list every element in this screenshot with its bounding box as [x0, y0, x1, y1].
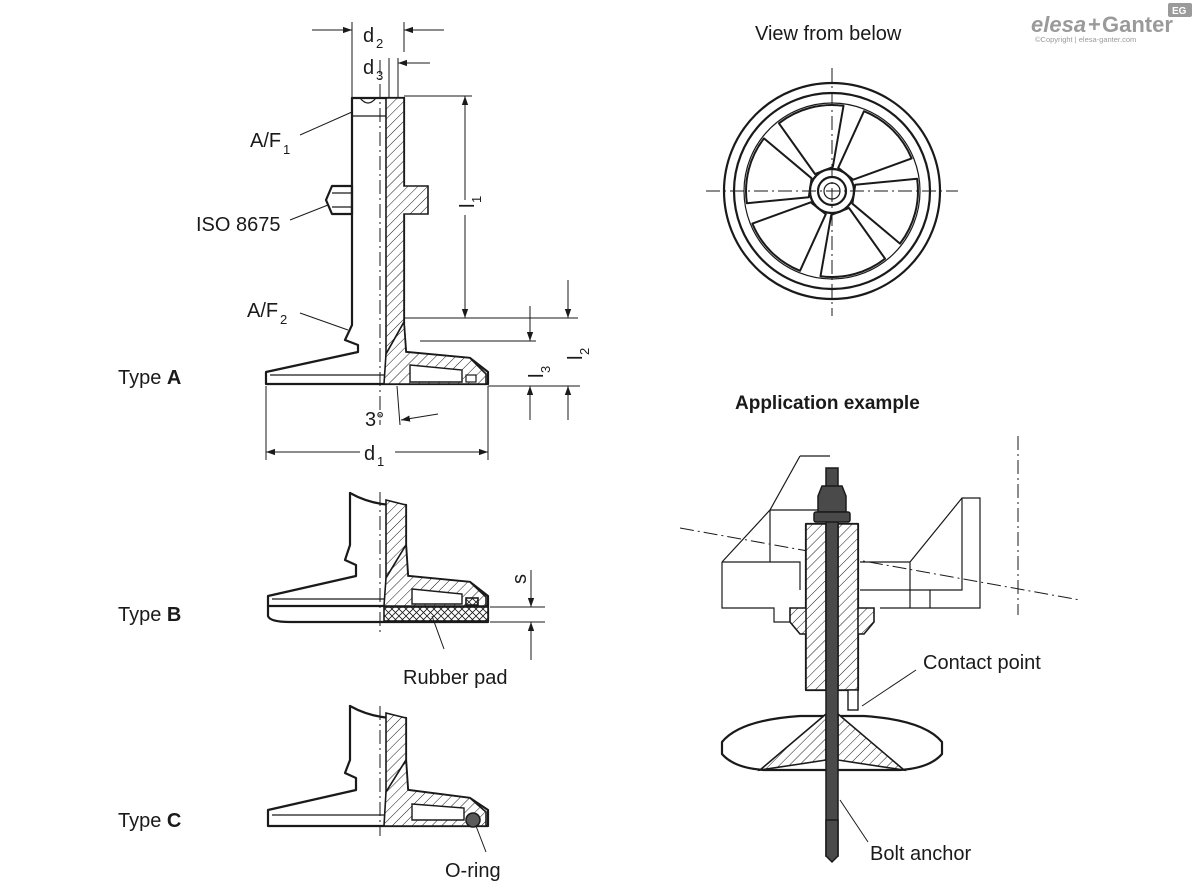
o-ring: [465, 812, 481, 828]
app-contact-notch: [847, 689, 859, 711]
type-a-label: Type A: [118, 367, 181, 389]
app-stud-section-left: [805, 523, 827, 691]
d3-label-sub: 3: [376, 68, 383, 83]
type-b-cavity: [411, 588, 463, 605]
base-hub-middle: [816, 175, 848, 207]
base-spokes: [745, 104, 919, 278]
bolt-thread-tip: [825, 819, 839, 864]
iso-label: ISO 8675: [196, 214, 281, 236]
l3-label-sub: 3: [538, 366, 553, 373]
iso-leader: [289, 204, 329, 221]
d1-label-sub: 1: [377, 454, 384, 469]
o-ring-label: O-ring: [445, 860, 501, 882]
base-hub-outer: [808, 167, 856, 215]
frame-right-step: [860, 589, 931, 608]
app-base-section-left: [757, 712, 827, 772]
base-spoke-cavity: [819, 207, 887, 278]
s-label: s: [509, 574, 531, 584]
rubber-pad: [383, 606, 489, 622]
rubber-pad-leader: [431, 615, 445, 650]
logo-copyright: ©Copyright | elesa-ganter.com: [1035, 35, 1136, 44]
base-hub-bore: [823, 182, 841, 200]
bolt-washer: [813, 511, 851, 523]
base-spoke-cavity: [837, 110, 913, 181]
rubber-pad-label: Rubber pad: [403, 667, 508, 689]
type-b-label: Type B: [118, 604, 181, 626]
base-ring: [743, 102, 921, 280]
o-ring-leader: [475, 825, 487, 853]
base-outer-rim: [722, 81, 942, 301]
type-b-pad-outline: [266, 604, 490, 624]
af2-label: A/F: [247, 300, 278, 322]
type-a-stud-section: [385, 97, 429, 358]
d1-label: d: [364, 443, 375, 465]
l1-label: l: [457, 204, 479, 208]
contact-point-leader: [861, 669, 917, 707]
type-c-drawing: O-ring Type C: [118, 704, 501, 882]
l2-label-sub: 2: [577, 348, 592, 355]
app-stud-section-right: [837, 523, 859, 691]
type-c-label: Type C: [118, 810, 181, 832]
view-below-title: View from below: [755, 23, 902, 45]
iso-nut: [324, 184, 354, 216]
logo-badge: EG: [1172, 6, 1187, 17]
angle-arrow: [400, 413, 439, 422]
base-spoke-cavity: [851, 177, 919, 245]
app-base-outline: [720, 714, 944, 772]
contact-point-label: Contact point: [923, 652, 1041, 674]
type-a-drawing: d 2 d 3 A/F 1 ISO 8675 A/F 2 l 1 l 3: [118, 22, 592, 469]
frame-right-block: [860, 497, 981, 609]
angle-label: 3°: [365, 409, 384, 431]
bolt-anchor-rod: [825, 467, 839, 857]
logo-plus: +: [1088, 12, 1101, 37]
base-spoke-cavity: [777, 104, 845, 175]
angle-line: [396, 385, 401, 426]
type-b-base-section: [383, 542, 487, 607]
af1-label: A/F: [250, 130, 281, 152]
d2-label: d: [363, 25, 374, 47]
bolt-anchor-leader: [839, 799, 869, 843]
application-title: Application example: [735, 393, 920, 414]
l3-label: l: [526, 374, 548, 378]
application-example: Application example Contact point Bolt a…: [679, 393, 1081, 865]
af2-label-sub: 2: [280, 312, 287, 327]
view-from-below: View from below: [706, 23, 958, 316]
af1-label-sub: 1: [283, 142, 290, 157]
af1-leader: [299, 111, 353, 136]
type-c-cavity: [411, 803, 465, 821]
l2-label: l: [565, 356, 587, 360]
base-spoke-cavity: [745, 137, 813, 205]
bolt-hex-nut: [817, 485, 847, 513]
d3-label: d: [363, 57, 374, 79]
app-base-section-right: [837, 712, 907, 772]
logo-badge-box: [1168, 3, 1192, 17]
type-a-top-bevel: [359, 97, 377, 104]
type-a-base-cavity: [409, 364, 463, 383]
frame-left-upright: [769, 455, 830, 511]
frame-centerline-diag: [679, 527, 1081, 601]
bolt-anchor-label: Bolt anchor: [870, 843, 972, 865]
logo-brand-elesa: elesa: [1031, 12, 1086, 37]
l1-label-sub: 1: [469, 196, 484, 203]
type-a-groove: [465, 374, 477, 383]
base-spoke-cavity: [751, 201, 827, 272]
d2-label-sub: 2: [376, 36, 383, 51]
base-inner-rim: [732, 91, 932, 291]
logo-brand-ganter: Ganter: [1102, 12, 1173, 37]
frame-left-edges: [722, 510, 801, 590]
type-b-groove: [465, 597, 479, 606]
brand-logo: elesa + Ganter EG ©Copyright | elesa-gan…: [1031, 3, 1192, 44]
type-b-drawing: s Rubber pad Type B: [118, 491, 545, 689]
af2-leader: [299, 312, 349, 331]
